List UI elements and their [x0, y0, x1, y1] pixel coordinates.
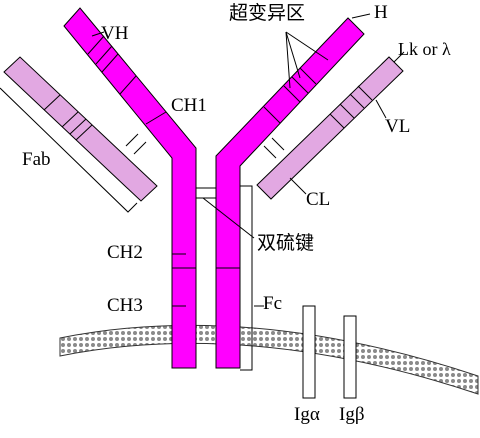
fab-bracket	[0, 87, 138, 213]
right-light-chain-shape	[256, 56, 404, 200]
leader-lines	[91, 13, 405, 307]
ch2-label: CH2	[107, 242, 143, 263]
ch3-label: CH3	[107, 295, 143, 316]
left-light-chain-shape	[3, 56, 158, 202]
ig-beta-bar	[343, 315, 357, 399]
vl-label: VL	[385, 116, 411, 137]
ig-alpha-label: Igα	[294, 404, 320, 425]
cl-label: CL	[306, 189, 331, 210]
vh-label: VH	[101, 23, 129, 44]
ch1-label: CH1	[171, 95, 207, 116]
ig-beta-label: Igβ	[339, 404, 365, 425]
disulfide-bonds	[125, 133, 285, 199]
right-heavy-chain	[215, 17, 365, 369]
left-light-chain	[3, 56, 158, 202]
ig-alpha-bar	[302, 305, 316, 399]
left-heavy-chain-shape	[63, 7, 197, 369]
fc-bracket	[240, 185, 253, 371]
fc-label: Fc	[263, 293, 282, 314]
light-chain-type-label: Lk or λ	[398, 39, 451, 59]
heavy-chain-label: H	[374, 2, 388, 23]
right-light-chain	[256, 56, 404, 200]
right-heavy-chain-shape	[215, 17, 365, 369]
disulfide-bond-label: 双硫键	[257, 233, 315, 254]
cell-membrane	[59, 324, 479, 395]
left-heavy-chain	[63, 7, 197, 369]
hypervariable-region-label: 超变异区	[229, 3, 306, 24]
fab-label: Fab	[22, 149, 51, 170]
